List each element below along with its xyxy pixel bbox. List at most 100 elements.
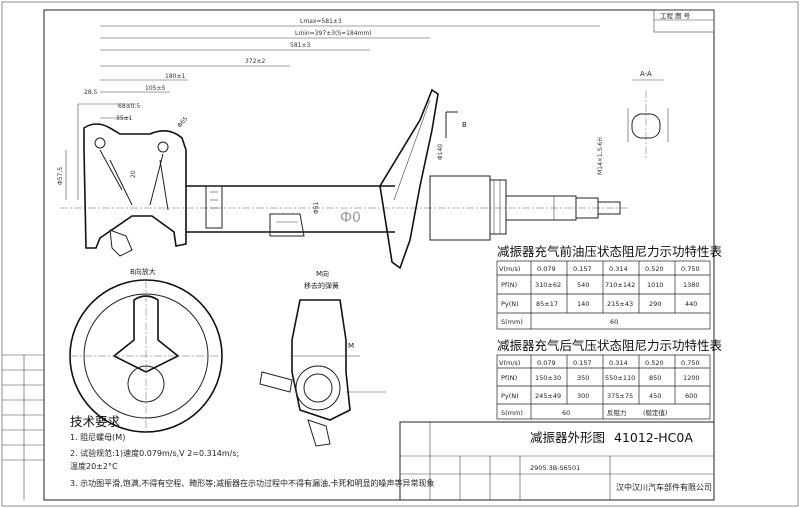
svg-text:反阻力: 反阻力 (607, 408, 627, 417)
title-block: 减振器外形图 41012-HC0A 2905.3B-S6501 汉中汉川汽车部件… (399, 421, 715, 501)
svg-text:350: 350 (577, 374, 589, 382)
view-b-center-slot (112, 295, 180, 373)
svg-text:V(m/s): V(m/s) (499, 265, 520, 273)
tech-note-4: 3. 示功图平滑,饱满,不得有空程、畸形等;减振器在示功过程中不得有漏油,卡死和… (70, 478, 435, 488)
dim-65: Φ65 (176, 115, 189, 129)
svg-text:300: 300 (577, 392, 589, 400)
dust-cover (489, 179, 507, 235)
svg-text:Py(N): Py(N) (501, 392, 519, 400)
svg-text:440: 440 (685, 300, 697, 308)
view-m-sub: 移去的弹簧 (304, 281, 339, 290)
svg-text:Pf(N): Pf(N) (501, 281, 517, 289)
svg-text:0.079: 0.079 (537, 265, 556, 273)
tech-notes-heading: 技术要求 (70, 414, 121, 429)
svg-text:1010: 1010 (647, 281, 664, 289)
dim-68: 68±0.5 (118, 103, 140, 110)
dim-51: Φ51 (313, 201, 320, 214)
knuckle-bracket (83, 123, 187, 249)
top-right-stamp: 工程 图 号 (653, 9, 715, 33)
dim-35: 35±1 (116, 115, 133, 122)
svg-text:290: 290 (649, 300, 661, 308)
dimension-lines: Lmax=581±3 Lmin=397±3(S=184mm) 581±3 372… (57, 18, 604, 226)
main-side-view (60, 88, 630, 270)
view-m-label: M向 (316, 269, 329, 278)
section-a-a: A-A (627, 70, 669, 160)
table-rear: 减振器充气后气压状态阻尼力示功特性表 V(m/s) 0.079 0.157 0.… (496, 338, 723, 420)
tech-notes: 技术要求 1. 阻尼螺母(M) 2. 试验规范:1)速度0.079m/s,V 2… (70, 414, 435, 488)
svg-text:(稳定值): (稳定值) (643, 408, 668, 417)
tech-note-2: 2. 试验规范:1)速度0.079m/s,V 2=0.314m/s; (70, 448, 239, 458)
svg-text:550±110: 550±110 (605, 374, 635, 382)
svg-text:60: 60 (562, 409, 570, 417)
svg-text:0.314: 0.314 (609, 265, 628, 273)
part-name: 减振器外形图 (530, 430, 605, 445)
table-front-title: 减振器充气前油压状态阻尼力示功特性表 (497, 244, 723, 259)
svg-text:0.157: 0.157 (573, 359, 592, 367)
bracket-hole-upper (94, 137, 106, 149)
company-name: 汉中汉川汽车部件有限公司 (616, 482, 712, 492)
svg-text:60: 60 (610, 318, 618, 326)
svg-text:V(m/s): V(m/s) (499, 359, 520, 367)
svg-text:710±142: 710±142 (605, 281, 635, 289)
svg-text:375±75: 375±75 (607, 392, 633, 400)
svg-text:1380: 1380 (683, 281, 700, 289)
dim-lmin: Lmin=397±3(S=184mm) (295, 30, 372, 37)
dim-105: 105±5 (145, 85, 165, 92)
table-rear-title: 减振器充气后气压状态阻尼力示功特性表 (497, 338, 723, 353)
top-right-stamp-text: 工程 图 号 (660, 11, 691, 20)
rod-thread (597, 201, 621, 215)
m-mark: M (348, 342, 354, 350)
svg-text:245±49: 245±49 (535, 392, 561, 400)
svg-text:1200: 1200 (683, 374, 700, 382)
view-m-tab (259, 371, 293, 393)
svg-text:0.750: 0.750 (681, 359, 700, 367)
svg-text:S(mm): S(mm) (501, 409, 523, 417)
svg-text:0.079: 0.079 (537, 359, 556, 367)
hose-clip (269, 213, 305, 237)
view-b-arrow: B (445, 111, 467, 138)
spring-seat (379, 88, 439, 270)
svg-text:310±62: 310±62 (535, 281, 561, 289)
bracket-hole-lower (157, 141, 169, 153)
svg-text:Py(N): Py(N) (501, 300, 519, 308)
section-a-a-shape (631, 113, 661, 139)
svg-text:540: 540 (577, 281, 589, 289)
dim-57-5: Φ57.5 (57, 167, 64, 185)
left-margin-zone (2, 354, 44, 500)
dim-140: Φ140 (437, 144, 444, 160)
dim-372: 372±2 (245, 58, 265, 65)
svg-text:0.314: 0.314 (609, 359, 628, 367)
drawing-no: 2905.3B-S6501 (530, 464, 580, 472)
dim-lmax: Lmax=581±3 (300, 18, 342, 25)
svg-text:215±43: 215±43 (607, 300, 633, 308)
svg-text:0.157: 0.157 (573, 265, 592, 273)
svg-text:0.750: 0.750 (681, 265, 700, 273)
tech-note-3: 温度20±2°C (70, 461, 118, 471)
svg-text:0.520: 0.520 (645, 359, 664, 367)
svg-text:0.520: 0.520 (645, 265, 664, 273)
svg-text:600: 600 (685, 392, 697, 400)
bracket-tab (109, 229, 133, 257)
svg-text:450: 450 (649, 392, 661, 400)
svg-text:850: 850 (649, 374, 661, 382)
view-m: M向 移去的弹簧 M (259, 269, 386, 447)
view-b-label: B向放大 (130, 267, 156, 276)
svg-text:S(mm): S(mm) (501, 318, 523, 326)
view-m-eye (295, 365, 341, 411)
view-b-enlarged: B向放大 (69, 267, 223, 433)
tube-bracket (205, 185, 223, 229)
tech-note-1: 1. 阻尼螺母(M) (70, 432, 125, 442)
watermark-text: Ф0 (340, 210, 361, 226)
svg-text:140: 140 (577, 300, 589, 308)
view-b-arrow-label: B (462, 121, 467, 129)
dim-20: 20 (130, 170, 137, 178)
svg-text:150±30: 150±30 (535, 374, 561, 382)
svg-text:Pf(N): Pf(N) (501, 374, 517, 382)
svg-text:85±17: 85±17 (536, 300, 558, 308)
dim-thread: M14×1.5-6H (597, 137, 604, 175)
dim-581: 581±3 (290, 42, 310, 49)
section-a-a-label: A-A (640, 70, 652, 78)
table-front: 减振器充气前油压状态阻尼力示功特性表 V(m/s) 0.079 0.157 0.… (496, 244, 723, 330)
